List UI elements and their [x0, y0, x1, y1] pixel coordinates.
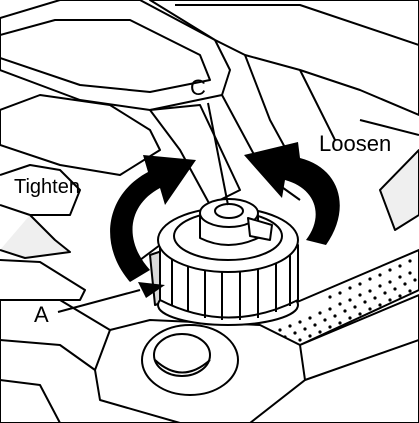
cap: [140, 199, 298, 325]
label-a: A: [34, 302, 49, 327]
label-loosen: Loosen: [319, 131, 391, 156]
label-c: C: [190, 75, 206, 100]
label-tighten: Tighten: [14, 176, 80, 198]
